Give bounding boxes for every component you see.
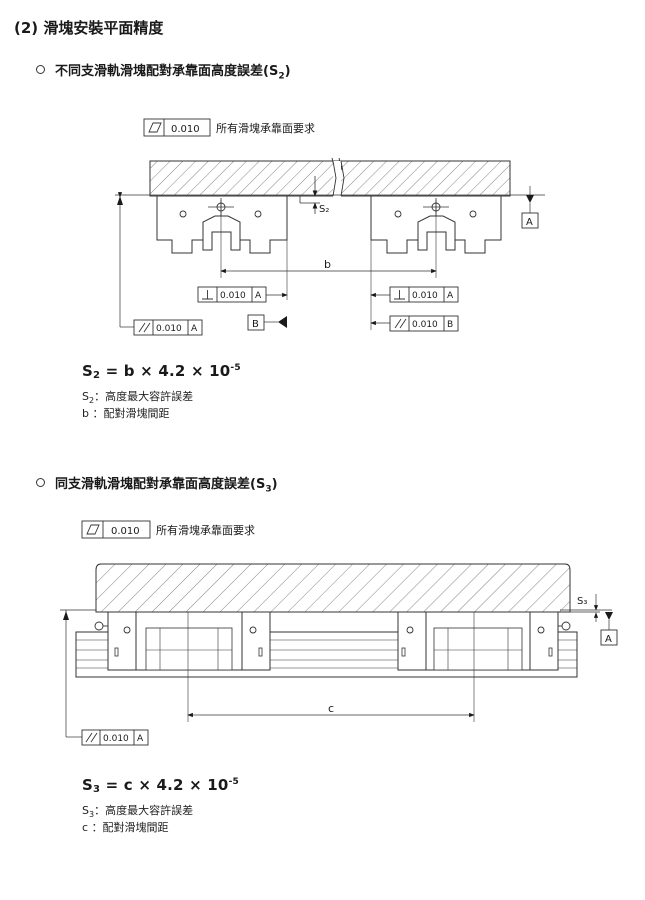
bolt-icon <box>537 626 545 634</box>
svg-text:0.010: 0.010 <box>412 320 438 330</box>
s3-table-plate <box>95 563 571 613</box>
bullet-icon <box>36 65 45 74</box>
s2-heading: 不同支滑軌滑塊配對承靠面高度誤差(S2) <box>36 60 291 82</box>
s3-height-marker: S₃ <box>560 594 612 622</box>
s2-par-frame-right: 0.010 B <box>370 315 459 332</box>
s2-dimension-b: b <box>220 200 437 278</box>
s2-perp-frame-right: 0.010 A <box>370 240 459 330</box>
grease-nipple-icon <box>94 621 104 631</box>
s2-dim-b-label: b <box>324 258 331 271</box>
s2-datum-a: A <box>115 186 545 229</box>
flatness-icon <box>86 524 100 535</box>
svg-text:A: A <box>255 291 262 301</box>
parallelism-icon <box>85 732 98 743</box>
s2-note-1: S2：高度最大容許誤差 <box>82 390 194 406</box>
s2-flatness-value: 0.010 <box>171 124 200 135</box>
s2-formula: S2 = b × 4.2 × 10-5 <box>82 362 241 381</box>
s3-datum-a: A <box>60 609 618 646</box>
s2-height-marker: S₂ <box>300 176 329 215</box>
s2-note-2: b ：配對滑塊間距 <box>82 407 170 420</box>
svg-text:A: A <box>605 634 612 645</box>
s3-flatness-frame: 0.010 所有滑塊承靠面要求 <box>81 520 255 539</box>
svg-text:S₃: S₃ <box>577 596 587 607</box>
s3-right-carriage <box>397 611 571 671</box>
bolt-icon <box>254 210 262 218</box>
s2-table-plate <box>149 157 511 197</box>
s3-dimension-c: c <box>187 612 475 722</box>
svg-text:c: c <box>328 702 334 715</box>
svg-text:所有滑塊承靠面要求: 所有滑塊承靠面要求 <box>156 523 255 537</box>
parallelism-icon <box>394 318 407 329</box>
flatness-icon <box>148 122 162 133</box>
svg-text:B: B <box>447 320 453 330</box>
section-title: (2) 滑塊安裝平面精度 <box>14 19 164 37</box>
s2-left-carriage <box>156 195 301 254</box>
bolt-icon <box>123 626 131 634</box>
svg-text:0.010: 0.010 <box>111 526 140 537</box>
bolt-icon <box>394 210 402 218</box>
s3-par-frame: 0.010 A <box>63 610 149 746</box>
s2-datum-b: B <box>247 314 287 331</box>
s3-note-1: S3：高度最大容許誤差 <box>82 804 194 820</box>
s3-heading: 同支滑軌滑塊配對承靠面高度誤差(S3) <box>36 473 278 495</box>
s3-left-carriage <box>94 611 271 671</box>
grease-nipple-icon <box>561 621 571 631</box>
bolt-icon <box>179 210 187 218</box>
bolt-icon <box>469 210 477 218</box>
svg-text:A: A <box>191 324 198 334</box>
s2-datum-a-label: A <box>526 217 533 228</box>
s2-flatness-frame: 0.010 所有滑塊承靠面要求 <box>143 118 315 137</box>
svg-text:A: A <box>447 291 454 301</box>
bullet-icon <box>36 478 45 487</box>
s3-formula: S3 = c × 4.2 × 10-5 <box>82 776 239 795</box>
perpendicularity-icon <box>202 290 213 300</box>
s3-note-2: c ：配對滑塊間距 <box>82 821 169 834</box>
parallelism-icon <box>138 322 151 333</box>
bolt-icon <box>249 626 257 634</box>
s2-par-frame-left: 0.010 A <box>117 192 203 336</box>
s2-right-carriage <box>355 195 502 254</box>
perpendicularity-icon <box>394 290 405 300</box>
svg-text:0.010: 0.010 <box>103 734 129 744</box>
svg-text:A: A <box>137 734 144 744</box>
svg-text:0.010: 0.010 <box>156 324 182 334</box>
s2-perp-frame-left: 0.010 A <box>197 240 288 303</box>
svg-text:B: B <box>252 319 259 330</box>
svg-text:0.010: 0.010 <box>412 291 438 301</box>
svg-text:0.010: 0.010 <box>220 291 246 301</box>
bolt-icon <box>406 626 414 634</box>
s2-flatness-note: 所有滑塊承靠面要求 <box>216 121 315 135</box>
s2-height-label: S₂ <box>319 204 329 215</box>
